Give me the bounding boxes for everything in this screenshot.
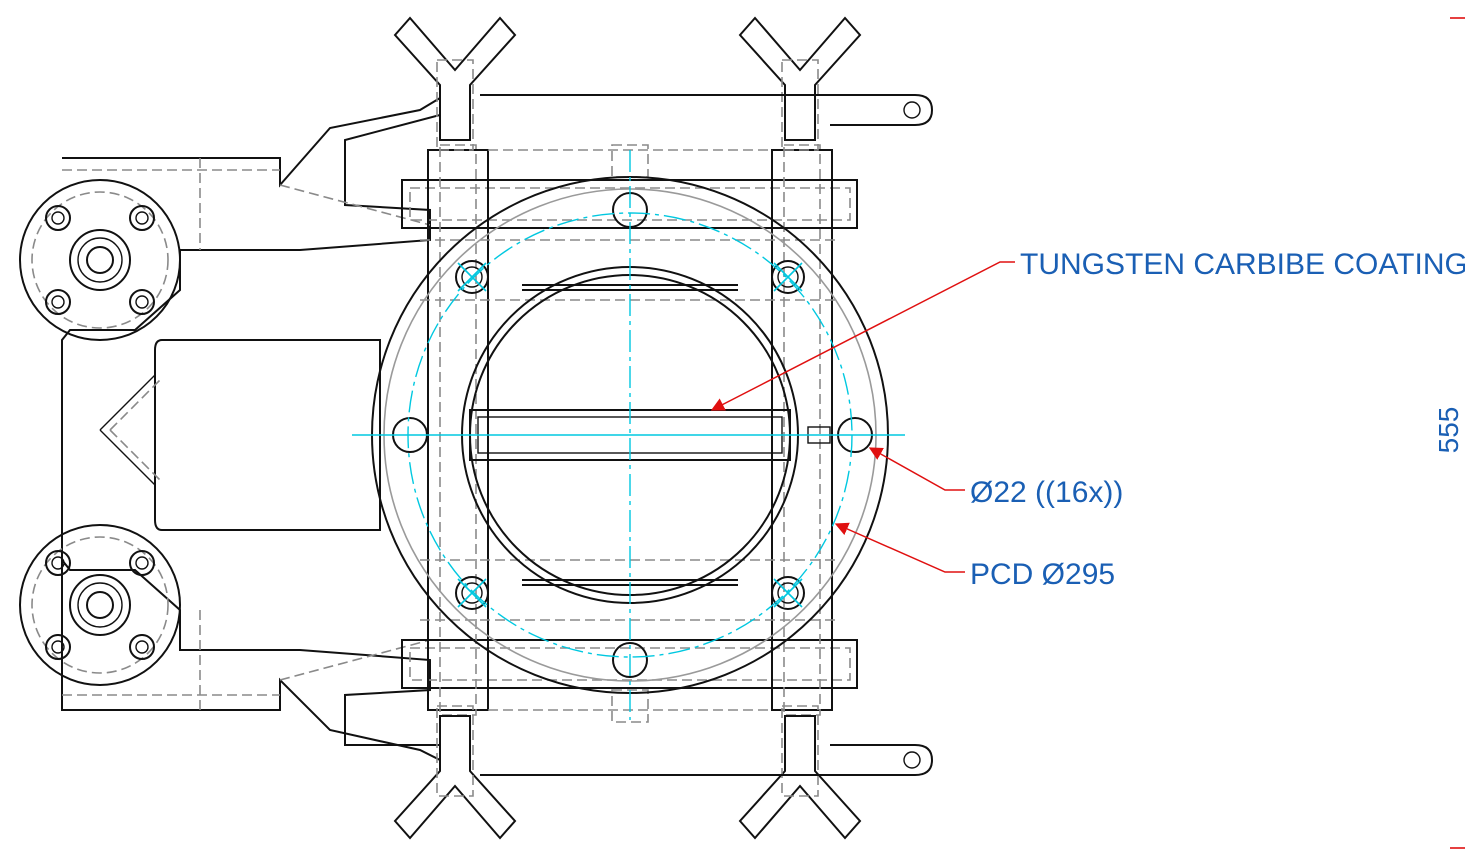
- leader-lines: [710, 261, 1015, 573]
- center-lines: [352, 150, 905, 720]
- upper-hub: [19, 179, 181, 341]
- coating-leader: [710, 261, 1015, 411]
- holes-label: Ø22 ((16x)): [970, 476, 1123, 509]
- top-right-clamp: [738, 16, 862, 151]
- dimension-555: 555: [1433, 17, 1465, 849]
- pcd-leader: [834, 522, 965, 573]
- bottom-left-clamp: [393, 705, 517, 840]
- pcd-label: PCD Ø295: [970, 558, 1115, 591]
- coating-label: TUNGSTEN CARBIBE COATING: [1020, 248, 1465, 281]
- top-left-clamp: [393, 16, 517, 151]
- top-handle: [480, 94, 934, 126]
- dimension-value: 555: [1433, 407, 1464, 454]
- bottom-handle: [480, 744, 934, 776]
- bottom-right-clamp: [738, 705, 862, 840]
- holes-leader: [868, 447, 965, 491]
- lower-hub: [19, 524, 181, 686]
